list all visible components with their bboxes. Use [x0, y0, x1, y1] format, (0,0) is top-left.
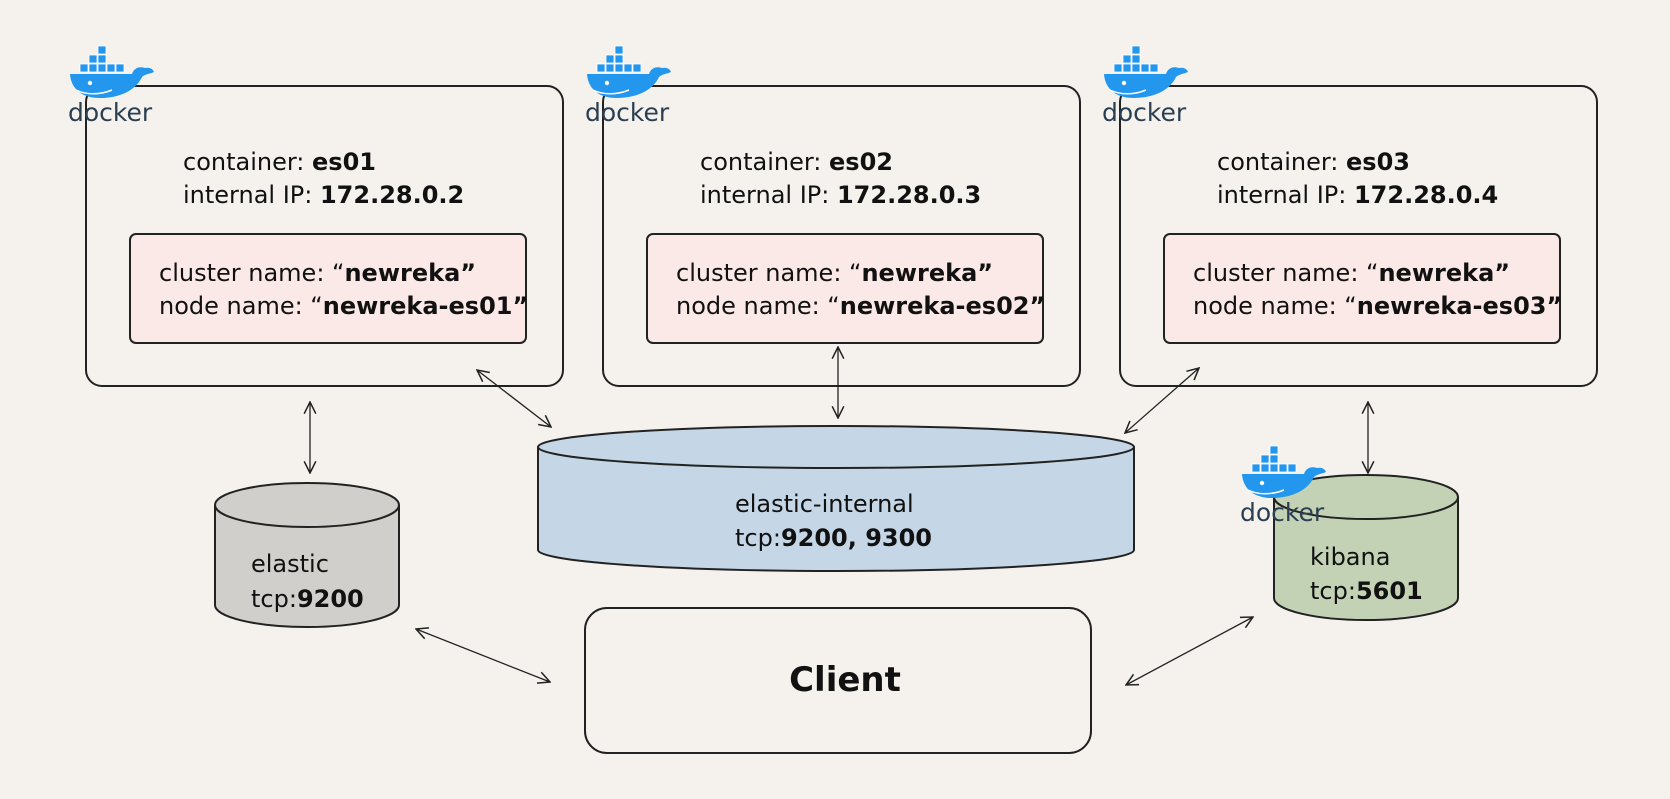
container-label: container: [183, 148, 312, 176]
cylinder-top [214, 482, 400, 528]
network-elastic-internal: elastic-internal tcp:9200, 9300 [537, 425, 1135, 572]
port: 9200, 9300 [781, 524, 932, 552]
node-name: newreka-es02” [840, 292, 1046, 320]
cluster-name-label: cluster name: “ [159, 259, 344, 287]
port-label: tcp: [251, 585, 297, 613]
svg-text:container: es02: container: es02 [700, 148, 893, 176]
cylinder-body [1273, 497, 1459, 621]
node-config-box [646, 233, 1044, 344]
container-label: container: [700, 148, 829, 176]
svg-text:tcp:5601: tcp:5601 [1310, 577, 1423, 605]
node-config-box [1163, 233, 1561, 344]
network-kibana: kibana tcp:5601 [1239, 445, 1459, 621]
client: Client [584, 607, 1092, 754]
cluster-name: newreka” [861, 259, 993, 287]
svg-text:container: es01: container: es01 [183, 148, 376, 176]
network-name: elastic [251, 550, 329, 578]
node-name: newreka-es03” [1357, 292, 1563, 320]
arrow-es01-internal [477, 370, 551, 427]
internal-ip: 172.28.0.3 [837, 181, 981, 209]
svg-text:internal IP: 172.28.0.3: internal IP: 172.28.0.3 [700, 181, 981, 209]
ip-label: internal IP: [700, 181, 837, 209]
node-name-label: node name: “ [159, 292, 323, 320]
node-name: newreka-es01” [323, 292, 529, 320]
container-es03: container: es03 internal IP: 172.28.0.4 … [1101, 45, 1598, 387]
arrow-es03-internal [1125, 368, 1199, 433]
client-box [584, 607, 1092, 754]
client-label: Client [789, 660, 901, 700]
arrow-client-kibana [1126, 617, 1253, 685]
svg-text:node name: “newreka-es03”: node name: “newreka-es03” [1193, 292, 1562, 320]
node-config-box [129, 233, 527, 344]
node-name-label: node name: “ [1193, 292, 1357, 320]
network-name: kibana [1310, 543, 1390, 571]
svg-text:cluster name: “newreka”: cluster name: “newreka” [676, 259, 993, 287]
container-box [85, 85, 564, 387]
container-name: es01 [312, 148, 376, 176]
svg-text:tcp:9200, 9300: tcp:9200, 9300 [735, 524, 932, 552]
ip-label: internal IP: [183, 181, 320, 209]
arrow-elastic-client [416, 629, 550, 682]
svg-text:node name: “newreka-es02”: node name: “newreka-es02” [676, 292, 1045, 320]
svg-text:node name: “newreka-es01”: node name: “newreka-es01” [159, 292, 528, 320]
container-name: es03 [1346, 148, 1410, 176]
svg-text:container: es03: container: es03 [1217, 148, 1410, 176]
network-elastic: elastic tcp:9200 [214, 482, 400, 628]
svg-text:cluster name: “newreka”: cluster name: “newreka” [1193, 259, 1510, 287]
svg-text:tcp:9200: tcp:9200 [251, 585, 364, 613]
cluster-name-label: cluster name: “ [1193, 259, 1378, 287]
network-name: elastic-internal [735, 490, 914, 518]
node-name-label: node name: “ [676, 292, 840, 320]
cluster-name: newreka” [344, 259, 476, 287]
container-label: container: [1217, 148, 1346, 176]
port: 5601 [1356, 577, 1423, 605]
port-label: tcp: [735, 524, 781, 552]
cylinder-body [537, 447, 1135, 572]
port-label: tcp: [1310, 577, 1356, 605]
svg-text:cluster name: “newreka”: cluster name: “newreka” [159, 259, 476, 287]
container-es01: container: es01 internal IP: 172.28.0.2 … [67, 45, 564, 387]
internal-ip: 172.28.0.2 [320, 181, 464, 209]
ip-label: internal IP: [1217, 181, 1354, 209]
cylinder-body [214, 505, 400, 628]
cylinder-top [537, 425, 1135, 469]
svg-text:internal IP: 172.28.0.4: internal IP: 172.28.0.4 [1217, 181, 1498, 209]
cluster-name: newreka” [1378, 259, 1510, 287]
svg-text:internal IP: 172.28.0.2: internal IP: 172.28.0.2 [183, 181, 464, 209]
port: 9200 [297, 585, 364, 613]
container-name: es02 [829, 148, 893, 176]
container-es02: container: es02 internal IP: 172.28.0.3 … [584, 45, 1081, 387]
internal-ip: 172.28.0.4 [1354, 181, 1498, 209]
cluster-name-label: cluster name: “ [676, 259, 861, 287]
container-box [1119, 85, 1598, 387]
